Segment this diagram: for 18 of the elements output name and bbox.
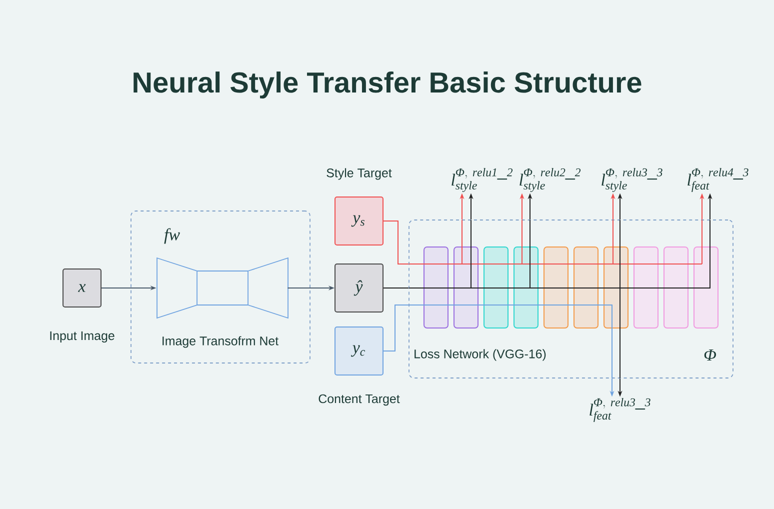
- variable-box: y$_{c}$: [334, 326, 384, 376]
- loss-formula: $\mathrm{l}^{\mathrm{Φ,\ relu4\_3}}_{\mathrm{feat}}$: [688, 168, 748, 192]
- math-symbol: fw: [164, 228, 180, 244]
- caption-label: Style Target: [326, 168, 392, 180]
- loss-formula: $\mathrm{l}^{\mathrm{Φ,\ relu2\_2}}_{\mathrm{style}}$: [520, 168, 581, 192]
- loss-formula: $\mathrm{l}^{\mathrm{Φ,\ relu3\_3}}_{\mathrm{feat}}$: [590, 398, 650, 422]
- group-label: Image Transofrm Net: [162, 336, 278, 348]
- loss-formula: $\mathrm{l}^{\mathrm{Φ,\ relu3\_3}}_{\mathrm{style}}$: [602, 168, 662, 192]
- math-symbol: Φ: [704, 349, 716, 361]
- variable-box: ŷ: [334, 264, 384, 312]
- caption-label: Content Target: [318, 394, 400, 406]
- loss-formula: $\mathrm{l}^{\mathrm{Φ,\ relu1\_2}}_{\mathrm{style}}$: [452, 168, 513, 192]
- variable-box: y$_{s}$: [334, 196, 384, 246]
- encoder-decoder-drawing: [156, 257, 288, 319]
- variable-box: x: [62, 268, 102, 308]
- caption-label: Input Image: [50, 331, 114, 343]
- title: Neural Style Transfer Basic Structure: [134, 72, 642, 98]
- group-label: Loss Network (VGG-16): [414, 349, 546, 361]
